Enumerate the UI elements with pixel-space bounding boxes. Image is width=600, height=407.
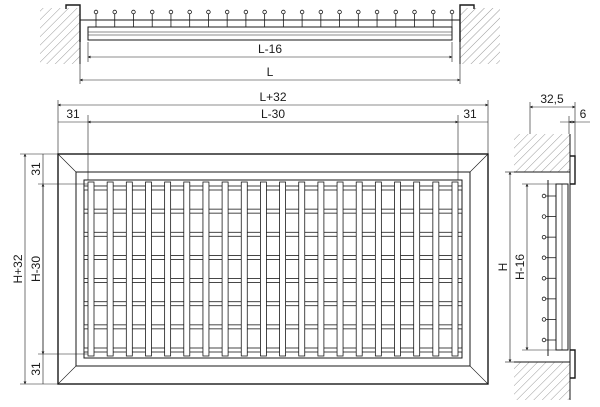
vertical-blade: [202, 181, 210, 357]
dim-label-top-inner: L-16: [258, 42, 282, 56]
dim-label-front-frame-bottom: 31: [29, 362, 43, 376]
blade-pin-head: [318, 9, 324, 15]
dim-label-top-opening: L: [267, 65, 274, 79]
top-wall-left: [40, 8, 80, 64]
vertical-blade: [432, 181, 440, 357]
vertical-blade: [317, 181, 325, 357]
horizontal-blade: [83, 324, 463, 330]
blade-pin-head: [112, 9, 117, 15]
blade-pin-head: [412, 9, 417, 15]
front-frame-inner: [75, 171, 471, 367]
blade-pin-head: [356, 9, 361, 15]
front-grille: [83, 181, 463, 357]
horizontal-blade: [83, 255, 463, 260]
vertical-blade: [87, 181, 95, 357]
horizontal-blade: [83, 347, 463, 353]
vertical-blade: [336, 181, 344, 357]
dim-label-front-inner-width: L-30: [261, 107, 285, 121]
top-wall-right: [460, 8, 500, 64]
front-opening: [83, 179, 463, 359]
top-flange-left: [65, 4, 81, 42]
side-blade-pin-head: [541, 296, 547, 302]
vertical-blade: [240, 181, 248, 357]
blade-pin-head: [374, 9, 380, 15]
dim-label-front-overall-width: L+32: [259, 90, 286, 104]
blade-pin-head: [337, 9, 342, 15]
top-flange-right: [459, 4, 475, 42]
blade-pin-head: [187, 9, 192, 15]
vertical-blade: [260, 181, 267, 357]
horizontal-blade: [83, 278, 463, 283]
dim-label-front-overall-height: H+32: [11, 254, 25, 283]
side-blade-pin-head: [541, 276, 547, 281]
side-blade-pins: [541, 193, 556, 343]
dim-label-front-inner-height: H-30: [29, 256, 43, 282]
front-frame-outer: [57, 153, 489, 385]
blade-pin-head: [243, 9, 249, 15]
side-view: 32,5 6 H H-16: [496, 92, 590, 400]
vertical-blade: [298, 181, 306, 357]
side-flange-top: [570, 155, 576, 185]
blade-pin-head: [431, 9, 436, 15]
vertical-blade: [145, 181, 152, 357]
blade-pin-head: [449, 9, 455, 15]
side-wall-bottom: [514, 362, 570, 400]
vertical-blade: [125, 181, 133, 357]
side-blade-pin-head: [541, 255, 547, 260]
top-louver-body: [87, 26, 453, 41]
blade-pin-head: [93, 9, 99, 15]
top-blade-pins: [93, 9, 455, 27]
side-blade-pin-head: [541, 214, 547, 219]
blade-pin-head: [131, 9, 136, 15]
blade-pin-head: [393, 9, 398, 15]
vertical-blade: [355, 181, 363, 357]
horizontal-blade: [83, 208, 463, 214]
vertical-blade: [221, 181, 229, 357]
top-view: L-16 L: [40, 4, 500, 84]
blade-pin-head: [224, 9, 230, 15]
dim-label-side-flange: 6: [580, 107, 587, 121]
blade-pin-head: [150, 9, 155, 15]
vertical-blade: [164, 181, 172, 357]
dim-label-side-depth: 32,5: [540, 92, 564, 106]
side-blade-pin-head: [541, 317, 547, 322]
side-blade-pin-head: [541, 337, 547, 343]
front-view: L+32 L-30 31 31 H+32 H-30 31 31: [11, 90, 489, 385]
side-wall-top: [514, 134, 570, 172]
dim-label-front-frame-right: 31: [463, 107, 477, 121]
dim-label-front-frame-left: 31: [66, 107, 80, 121]
side-flange-bottom: [570, 349, 576, 379]
blade-pin-head: [168, 9, 174, 15]
vertical-blade: [106, 181, 114, 357]
dim-label-side-opening-height: H: [496, 263, 510, 272]
side-blade-pin-head: [541, 193, 547, 199]
horizontal-blade: [83, 301, 463, 307]
dim-label-front-frame-top: 31: [29, 162, 43, 176]
horizontal-blade: [83, 185, 463, 191]
horizontal-blade: [83, 231, 463, 237]
side-blade-pin-head: [541, 234, 547, 240]
blade-pin-head: [299, 9, 305, 15]
vertical-blade: [413, 181, 421, 357]
blade-pin-head: [262, 9, 267, 15]
blade-pin-head: [281, 9, 286, 15]
vertical-blade: [183, 181, 191, 357]
vertical-blade: [374, 181, 382, 357]
vertical-blade: [451, 181, 459, 357]
blade-pin-head: [206, 9, 211, 15]
vertical-blade: [394, 181, 401, 357]
vertical-blade: [279, 181, 286, 357]
dim-label-side-inner-height: H-16: [513, 254, 527, 280]
